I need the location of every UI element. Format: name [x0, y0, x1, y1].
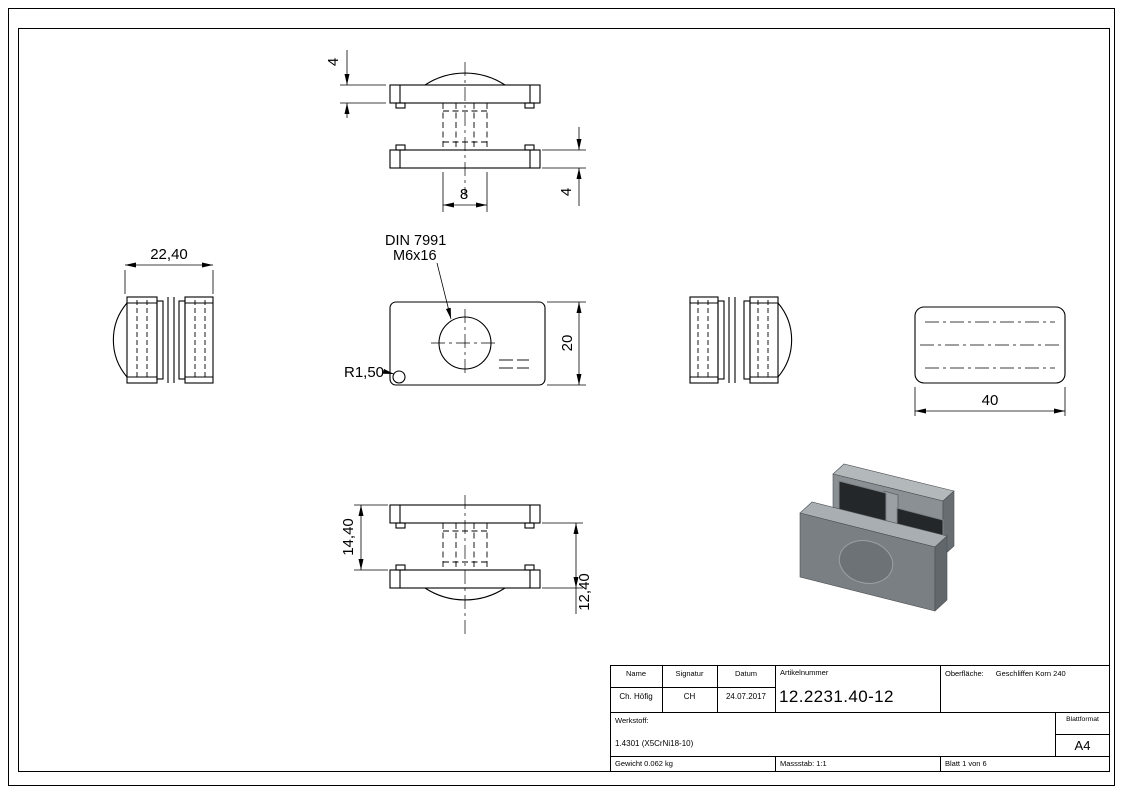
tb-header-artikelnummer: Artikelnummer	[780, 668, 829, 677]
dim-label-overall-depth: 22,40	[150, 246, 188, 263]
side-view-right-hidden-lines	[697, 300, 769, 380]
tb-massstab: Massstab: 1:1	[780, 759, 827, 768]
leader-line	[382, 368, 395, 375]
screw-note-line2: M6x16	[393, 248, 437, 264]
iso-screw-head	[838, 540, 894, 584]
dome-outline	[112, 302, 128, 378]
tb-werkstoff-value: 1.4301 (X5CrNi18-10)	[615, 739, 694, 748]
plate-outline	[184, 296, 214, 384]
title-block-line	[1055, 734, 1110, 735]
radius-label: R1,50	[344, 364, 384, 381]
tb-header-datum: Datum	[734, 669, 758, 678]
top-view-geometry	[389, 72, 541, 169]
tb-blatt: Blatt 1 von 6	[945, 759, 987, 768]
tb-oberflaeche-value: Geschliffen Korn 240	[995, 669, 1066, 678]
leader-line	[436, 262, 452, 320]
iso-view	[799, 463, 955, 612]
tb-value-name: Ch. Höfig	[619, 692, 653, 701]
pad-strip	[743, 300, 751, 380]
body-outline	[914, 306, 1066, 384]
tb-blattformat-label: Blattformat	[1066, 716, 1099, 723]
pad-tab	[524, 522, 535, 529]
screw-note-line1: DIN 7991	[385, 233, 446, 249]
title-block-line	[610, 756, 1110, 757]
top-plate-outline	[389, 84, 541, 104]
pad-tab	[395, 522, 406, 529]
dim-label-plate-top: 4	[325, 58, 342, 66]
tb-header-name: Name	[625, 669, 646, 678]
title-block-line	[610, 665, 1110, 666]
body-outline	[389, 301, 546, 386]
dim-label-width: 40	[982, 392, 999, 409]
title-block-line	[775, 756, 776, 772]
plate-outline	[749, 296, 779, 384]
title-block-line	[610, 665, 611, 772]
tb-value-artikelnummer: 12.2231.40-12	[779, 687, 894, 706]
title-block-line	[610, 712, 1110, 713]
iso-front-plate-side-face	[934, 535, 948, 612]
tb-gewicht: Gewicht 0.062 kg	[615, 759, 673, 768]
dim-outer-gap: 14,40	[340, 504, 388, 571]
tb-blattformat-value: A4	[1074, 738, 1091, 753]
side-view-left: 22,40	[112, 246, 214, 384]
pad-strip	[717, 300, 725, 380]
title-block-line	[1055, 712, 1056, 756]
dim-plate-top: 4	[325, 50, 386, 118]
radius-note: R1,50	[344, 364, 395, 381]
pad-strip	[156, 300, 164, 380]
tb-oberflaeche: Oberfläche: Geschliffen Korn 240	[945, 669, 1066, 678]
tb-werkstoff-label: Werkstoff:	[615, 716, 649, 725]
title-block-line	[775, 665, 776, 712]
side-view-right	[689, 296, 793, 384]
pad-tab	[395, 102, 406, 109]
screw-note: DIN 7991 M6x16	[385, 233, 452, 320]
dim-width: 40	[914, 387, 1066, 416]
dim-inner-gap: 12,40	[542, 522, 593, 614]
pad-strip	[178, 300, 186, 380]
dim-label-web-width: 8	[460, 186, 468, 203]
pad-tab	[524, 144, 535, 151]
tb-oberflaeche-label: Oberfläche:	[945, 669, 984, 678]
corner-radius-circle	[392, 370, 406, 384]
back-view-centerlines	[920, 321, 1060, 369]
dim-height: 20	[547, 301, 586, 386]
side-view-right-geometry	[689, 296, 793, 384]
tb-value-datum: 24.07.2017	[725, 692, 767, 701]
top-view: 4 8 4	[325, 50, 586, 212]
dim-plate-bottom: 4	[542, 127, 586, 206]
tb-header-signatur: Signatur	[675, 669, 704, 678]
sheet-outer-border	[8, 8, 1115, 786]
dim-label-outer-gap: 14,40	[340, 518, 357, 556]
bottom-view: 14,40 12,40	[340, 495, 593, 634]
front-view-geometry	[389, 301, 546, 386]
pad-tab	[524, 564, 535, 571]
dome-outline	[777, 302, 793, 378]
dim-label-inner-gap: 12,40	[576, 573, 593, 611]
side-view-left-geometry	[112, 296, 214, 384]
dim-label-height: 20	[559, 335, 576, 352]
front-view-centerlines	[431, 309, 499, 377]
side-view-left-hidden-lines	[136, 300, 206, 380]
dim-overall-depth: 22,40	[124, 246, 214, 294]
pad-tab	[395, 564, 406, 571]
front-view-hidden-marks	[499, 359, 529, 369]
tb-value-signatur: CH	[683, 692, 696, 701]
back-view: 40	[914, 306, 1066, 416]
plate-outline	[689, 296, 719, 384]
title-block-line	[717, 665, 718, 712]
pad-tab	[524, 102, 535, 109]
dim-label-plate-bottom: 4	[558, 188, 575, 196]
title-block-line	[940, 756, 941, 772]
dim-web-width: 8	[442, 172, 488, 212]
plate-outline	[126, 296, 158, 384]
sheet-inner-border	[18, 28, 1110, 772]
title-block-line	[662, 665, 663, 712]
title-block-line	[610, 687, 775, 688]
pad-tab	[395, 144, 406, 151]
title-block-line	[940, 665, 941, 712]
front-view: DIN 7991 M6x16 R1,50 20	[344, 233, 586, 386]
